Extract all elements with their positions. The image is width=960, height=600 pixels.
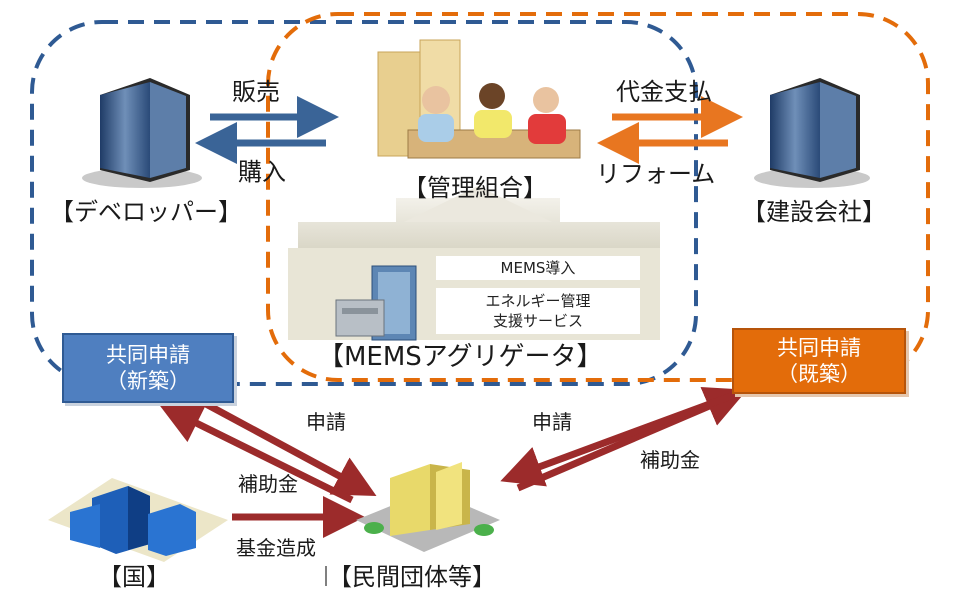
developer-label: 【デベロッパー】 [50, 198, 242, 226]
subsidy-existing-arrow [500, 388, 744, 487]
energy-management-support-box: エネルギー管理 支援サービス [436, 288, 640, 334]
payment-label: 代金支払 [616, 78, 712, 106]
mems-aggregator-label: 【MEMSアグリゲータ】 [318, 342, 603, 372]
fund-creation-label: 基金造成 [236, 536, 316, 560]
mems-introduction-box: MEMS導入 [436, 256, 640, 280]
office-building-icon [754, 78, 870, 188]
meeting-people-icon [377, 39, 581, 159]
management-association-label: 【管理組合】 [403, 174, 547, 202]
service-up-arrow [298, 198, 660, 250]
subsidy-government-label: 補助金 [238, 472, 298, 496]
sale-label: 販売 [232, 78, 280, 106]
office-building-icon [82, 78, 202, 188]
purchase-label: 購入 [238, 158, 286, 186]
private-organization-building-icon [356, 462, 500, 552]
joint-application-existing-subtitle: （既築） [777, 362, 861, 386]
energy-management-support-line1: エネルギー管理 [485, 292, 591, 310]
private-organization-label: 【民間団体等】 [328, 563, 496, 591]
developer-group-boundary [30, 20, 698, 386]
joint-application-new-subtitle: （新築） [106, 369, 190, 393]
renovation-group-boundary [266, 12, 930, 382]
government-building-icon [48, 478, 228, 562]
joint-application-existing-box: 共同申請 （既築） [732, 328, 906, 394]
subsidy-new-arrow [159, 404, 354, 504]
mems-introduction-text: MEMS導入 [500, 259, 576, 277]
joint-application-new-title: 共同申請 [106, 342, 190, 367]
apply-existing-label: 申請 [532, 410, 572, 434]
energy-management-support-line2: 支援サービス [492, 312, 583, 331]
server-icon [335, 265, 417, 341]
subsidy-existing-label: 補助金 [640, 448, 700, 472]
apply-new-label: 申請 [306, 410, 346, 434]
service-up-arrowhead [404, 186, 552, 222]
joint-application-existing-title: 共同申請 [777, 335, 861, 360]
reform-label: リフォーム [596, 160, 716, 188]
apply-new-arrow [204, 400, 377, 496]
joint-application-new-box: 共同申請 （新築） [62, 333, 234, 403]
country-label: 【国】 [98, 563, 170, 591]
construction-company-label: 【建設会社】 [742, 198, 886, 226]
